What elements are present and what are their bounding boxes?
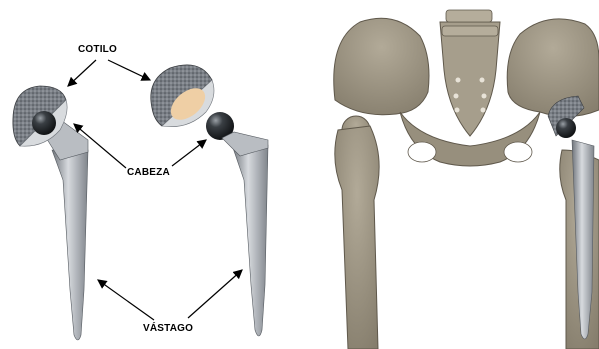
arrow-vastago-left [98,280,154,320]
pelvis-illustration [334,10,599,349]
sacrum [440,22,500,136]
implant-head-right [556,118,576,138]
obturator-right [504,142,532,162]
stem-middle [232,145,268,336]
arrow-cabeza-right [172,140,206,166]
label-cabeza: CABEZA [127,167,170,178]
arrow-cotilo-right [108,60,150,80]
arrow-cotilo-left [68,60,96,86]
assembled-prosthesis [13,86,88,340]
iliac-wing-left [334,18,429,115]
label-cotilo: COTILO [78,44,117,55]
obturator-left [408,142,436,162]
arrow-vastago-right [188,270,242,318]
iliac-wing-right [507,19,599,117]
stem-left [52,150,88,340]
femur-left [335,126,379,349]
head-left [32,111,56,135]
vertebra [446,10,492,22]
exploded-components [151,65,268,336]
label-vastago: VÁSTAGO [143,323,193,334]
